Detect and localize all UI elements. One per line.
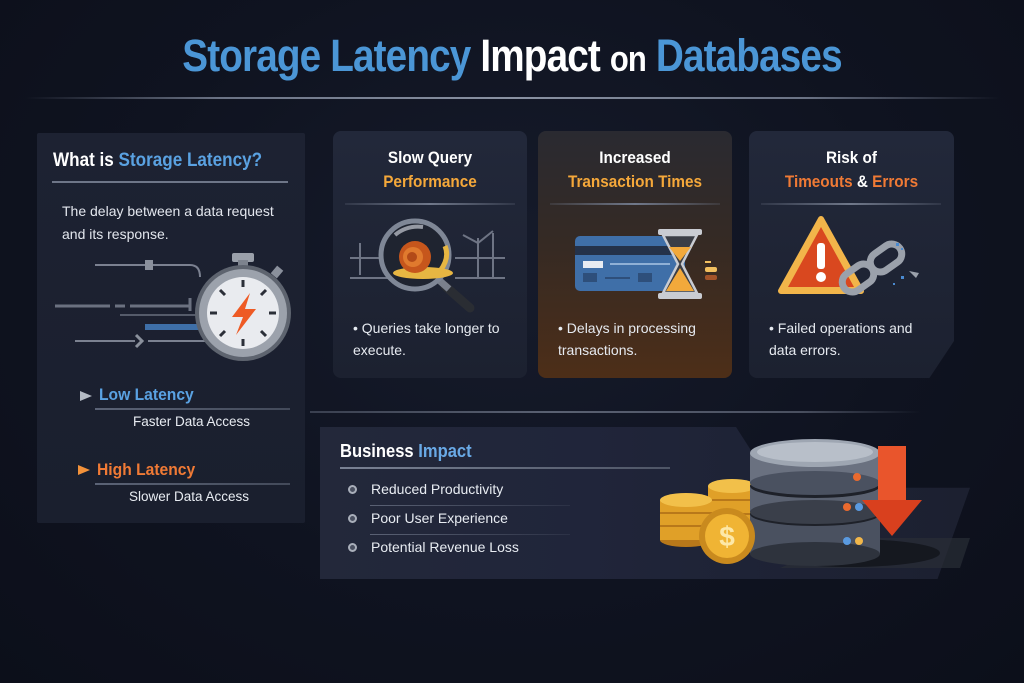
card-divider bbox=[345, 203, 515, 205]
bullet-icon bbox=[348, 542, 357, 552]
business-impact-item: Potential Revenue Loss bbox=[348, 539, 519, 555]
title-errors: Errors bbox=[872, 172, 919, 191]
card-title-line1: Risk of bbox=[825, 148, 878, 167]
card-title-line1: Increased bbox=[599, 148, 671, 167]
page-title: Storage Latency Impact on Databases bbox=[72, 30, 953, 82]
low-latency-divider bbox=[95, 408, 290, 410]
high-latency-divider bbox=[95, 483, 290, 485]
title-part-on: on bbox=[609, 38, 647, 79]
business-impact-item-text: Potential Revenue Loss bbox=[371, 539, 519, 555]
business-impact-item: Poor User Experience bbox=[348, 510, 508, 526]
low-latency-description: Faster Data Access bbox=[133, 414, 251, 429]
card-title-line2: Performance bbox=[383, 172, 477, 191]
item-divider bbox=[370, 505, 570, 506]
svg-text:$: $ bbox=[719, 521, 735, 552]
card-title-line1: Slow Query bbox=[387, 148, 473, 167]
title-part-databases: Databases bbox=[655, 30, 843, 81]
title-divider bbox=[25, 97, 1000, 99]
credit-card-hourglass-icon bbox=[550, 213, 720, 313]
card-divider bbox=[761, 203, 941, 205]
card-slow-query: Slow Query Performance bbox=[333, 131, 527, 378]
low-latency-label: Low Latency bbox=[99, 385, 194, 404]
business-title-prefix: Business bbox=[340, 441, 414, 461]
arrow-right-gray-icon bbox=[28, 391, 92, 401]
business-impact-title: Business Impact bbox=[340, 441, 472, 462]
bullet-icon bbox=[348, 484, 357, 494]
business-impact-item-text: Poor User Experience bbox=[371, 510, 508, 526]
title-timeouts: Timeouts bbox=[784, 172, 853, 191]
definition-title: What is Storage Latency? bbox=[53, 150, 262, 172]
definition-title-prefix: What is bbox=[53, 150, 114, 171]
card-timeouts-errors: Risk of Timeouts & Errors • Failed opera… bbox=[749, 131, 954, 378]
bullet-icon bbox=[348, 513, 357, 523]
card-bullet: • Failed operations and data errors. bbox=[769, 320, 913, 358]
definition-description: The delay between a data request and its… bbox=[62, 203, 274, 242]
warning-broken-chain-icon bbox=[761, 213, 931, 313]
business-title-highlight: Impact bbox=[418, 441, 472, 461]
snail-magnifier-icon bbox=[345, 213, 515, 313]
business-impact-item: Reduced Productivity bbox=[348, 481, 503, 497]
title-ampersand: & bbox=[856, 172, 868, 191]
definition-divider bbox=[52, 181, 288, 183]
arrow-right-orange-icon bbox=[22, 465, 90, 475]
high-latency-label: High Latency bbox=[97, 460, 196, 479]
high-latency-description: Slower Data Access bbox=[129, 489, 250, 504]
card-bullet: • Delays in processing transactions. bbox=[558, 320, 696, 358]
card-title-line2: Timeouts & Errors bbox=[759, 170, 944, 194]
title-part-impact: Impact bbox=[480, 30, 600, 81]
card-bullet-text: Queries take longer to execute. bbox=[353, 320, 500, 358]
card-title: Risk of Timeouts & Errors bbox=[759, 146, 944, 194]
definition-title-highlight: Storage Latency? bbox=[118, 150, 263, 171]
card-bullet: • Queries take longer to execute. bbox=[353, 320, 500, 358]
business-impact-divider bbox=[340, 467, 670, 469]
card-transaction-times: Increased Transaction Times • Delays in … bbox=[538, 131, 732, 378]
card-title: Increased Transaction Times bbox=[548, 146, 723, 194]
section-divider bbox=[310, 411, 920, 413]
database-coins-down-arrow-icon: $ bbox=[650, 428, 980, 580]
card-title-line2: Transaction Times bbox=[567, 172, 703, 191]
title-part-storage-latency: Storage Latency bbox=[182, 30, 471, 81]
card-divider bbox=[550, 203, 720, 205]
card-title: Slow Query Performance bbox=[343, 146, 518, 194]
item-divider bbox=[370, 534, 570, 535]
stopwatch-lightning-icon bbox=[40, 245, 310, 365]
business-impact-item-text: Reduced Productivity bbox=[371, 481, 504, 497]
card-bullet-text: Delays in processing transactions. bbox=[558, 320, 696, 358]
card-bullet-text: Failed operations and data errors. bbox=[769, 320, 913, 358]
